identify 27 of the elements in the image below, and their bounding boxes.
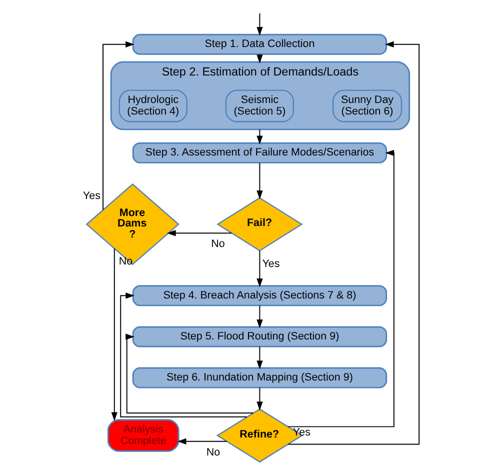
arrow (256, 305, 263, 328)
arrow (256, 12, 263, 36)
edge-label: Yes (82, 190, 100, 202)
node-box: Step 3. Assessment of Failure Modes/Scenarios (132, 142, 388, 164)
node-box: Hydrologic (Section 4) (118, 90, 188, 122)
node-box: Step 6. Inundation Mapping (Section 9) (132, 367, 388, 388)
arrow (120, 292, 248, 418)
arrow (126, 334, 254, 414)
arrow (288, 150, 394, 428)
node-box: Analysis Complete (107, 419, 180, 452)
node-box: Seismic (Section 5) (225, 90, 294, 122)
arrow (288, 41, 420, 445)
node-box: Sunny Day (Section 6) (332, 90, 402, 122)
edge-label: Yes (262, 258, 280, 270)
arrow (256, 128, 263, 145)
arrow (111, 248, 118, 422)
node-box: Step 4. Breach Analysis (Sections 7 & 8) (132, 285, 388, 306)
edge-label: No (211, 238, 225, 250)
arrow (256, 162, 263, 200)
arrow (256, 346, 263, 370)
arrow (177, 438, 228, 444)
arrow (256, 250, 263, 288)
node-box: Step 5. Flood Routing (Section 9) (132, 326, 388, 348)
arrow (167, 230, 232, 236)
edge-label: No (206, 446, 220, 458)
arrow (256, 387, 263, 410)
arrow (102, 41, 134, 210)
